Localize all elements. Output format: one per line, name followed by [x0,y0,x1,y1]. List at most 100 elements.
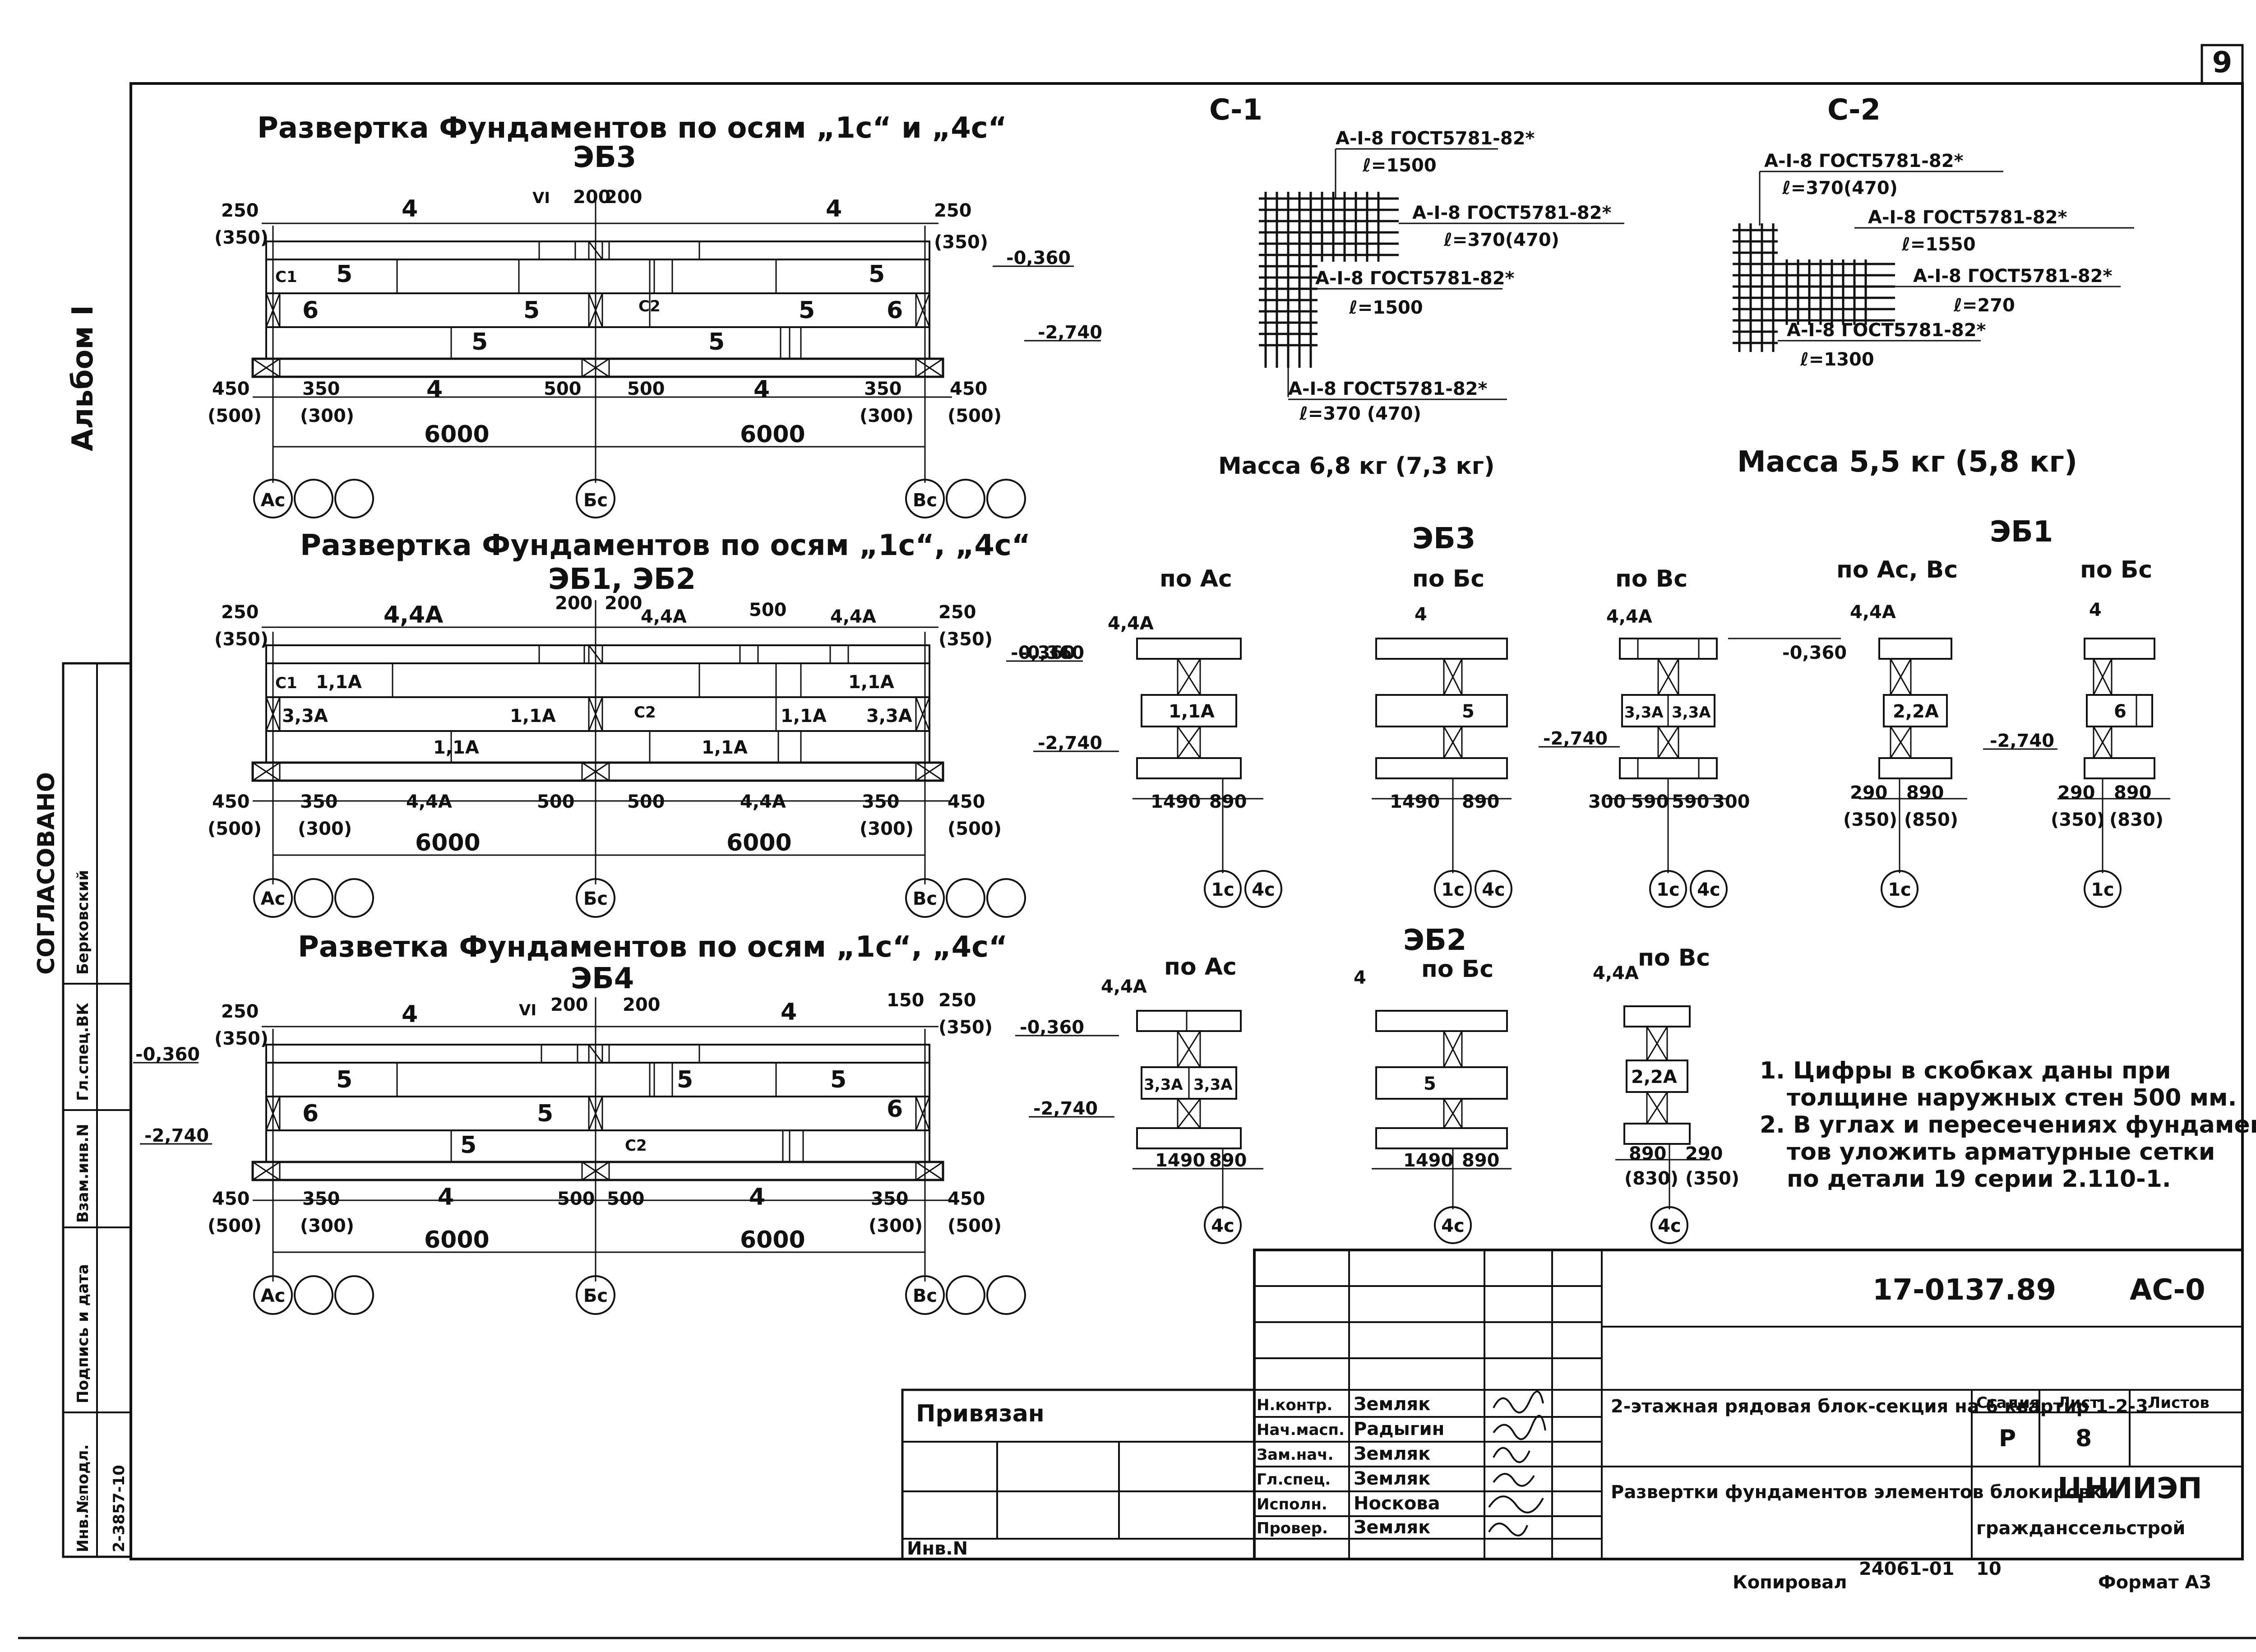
doc-code: 17-0137.89 [1872,1273,2056,1307]
svg-text:4,4А: 4,4А [1108,613,1154,634]
svg-text:250: 250 [221,200,259,221]
sheet-number: 9 [2212,46,2233,79]
svg-text:по Ас, Вс: по Ас, Вс [1836,556,1958,583]
svg-text:А-I-8 ГОСТ5781-82*: А-I-8 ГОСТ5781-82* [1913,266,2113,287]
svg-text:по Вс: по Вс [1615,565,1687,592]
svg-text:Бс: Бс [583,888,608,909]
svg-text:С1: С1 [275,674,297,692]
svg-text:(500): (500) [208,1216,262,1236]
svg-text:по Ас: по Ас [1160,565,1232,592]
notes: 1. Цифры в скобках даны при толщине нару… [1760,1057,2256,1193]
svg-text:Ас: Ас [261,888,286,909]
svg-text:450: 450 [212,379,250,399]
stamp-vzam: Взам.инв.N [74,1124,92,1223]
svg-text:Бс: Бс [583,1286,608,1306]
svg-text:А-I-8 ГОСТ5781-82*: А-I-8 ГОСТ5781-82* [1315,268,1515,289]
svg-text:1с: 1с [1441,879,1465,900]
approved-title: СОГЛАСОВАНО [33,772,60,975]
svg-text:250: 250 [934,200,972,221]
svg-text:(300): (300) [298,819,352,839]
svg-text:4с: 4с [1211,1216,1234,1236]
svg-text:С2: С2 [634,703,656,722]
svg-text:4: 4 [438,1184,454,1211]
svg-text:1с: 1с [1888,879,1911,900]
plan-title: Развертка Фундаментов по осям „1с“ и „4с… [257,111,1007,145]
svg-text:890: 890 [2114,782,2152,803]
svg-text:2,2А: 2,2А [1631,1067,1677,1087]
svg-text:200: 200 [623,995,661,1015]
svg-text:ЭБ1, ЭБ2: ЭБ1, ЭБ2 [548,563,696,596]
stamp-podpis: Подпись и дата [74,1264,92,1403]
svg-text:1с: 1с [1656,879,1680,900]
svg-text:4: 4 [754,376,770,403]
svg-text:ℓ=1500: ℓ=1500 [1362,155,1437,176]
svg-text:890: 890 [1462,791,1500,812]
svg-text:-2,740: -2,740 [1990,731,2054,751]
svg-text:200: 200 [573,187,611,208]
svg-text:-0,360: -0,360 [1011,643,1075,663]
doc-mark: АС-0 [2130,1273,2205,1307]
svg-text:5: 5 [1462,701,1475,722]
svg-text:(500): (500) [208,406,262,426]
svg-text:590: 590 [1672,791,1710,812]
svg-text:3,3А: 3,3А [866,706,912,727]
svg-text:Носкова: Носкова [1354,1493,1440,1514]
svg-text:5: 5 [336,261,352,288]
svg-text:Гл.спец.: Гл.спец. [1257,1471,1331,1489]
svg-text:С-2: С-2 [1827,93,1881,127]
svg-text:500: 500 [544,379,582,399]
svg-text:(350): (350) [934,232,988,253]
svg-text:4: 4 [1415,604,1427,625]
svg-text:5: 5 [869,261,885,288]
svg-text:590: 590 [1631,791,1669,812]
svg-text:5: 5 [472,329,488,356]
svg-text:500: 500 [749,600,787,620]
svg-text:4с: 4с [1658,1216,1681,1236]
svg-text:(850): (850) [1904,810,1958,830]
svg-text:1. Цифры в скобках даны при: 1. Цифры в скобках даны при [1760,1057,2171,1084]
svg-text:-0,360: -0,360 [1020,643,1084,663]
svg-text:890: 890 [1209,1150,1247,1171]
svg-text:500: 500 [627,791,665,812]
svg-text:500: 500 [607,1189,645,1209]
svg-text:-2,740: -2,740 [1033,1098,1098,1119]
svg-text:толщине наружных стен 500 мм.: толщине наружных стен 500 мм. [1787,1084,2237,1111]
svg-text:ЭБ1: ЭБ1 [1990,515,2053,549]
svg-text:890: 890 [1629,1143,1667,1164]
svg-text:1490: 1490 [1403,1150,1453,1171]
svg-text:350: 350 [871,1189,909,1209]
svg-text:4,4А: 4,4А [384,602,443,629]
signatures [1488,1390,1546,1536]
svg-text:200: 200 [550,995,588,1015]
svg-text:290: 290 [1685,1143,1723,1164]
svg-text:4: 4 [402,1001,418,1028]
approved-name: Берковский [74,870,92,975]
svg-text:450: 450 [948,1189,985,1209]
svg-text:-2,740: -2,740 [1038,322,1102,343]
svg-text:(500): (500) [948,819,1002,839]
svg-text:(350): (350) [1843,810,1897,830]
svg-text:6000: 6000 [424,421,490,448]
svg-text:2-этажная рядовая блок-секция: 2-этажная рядовая блок-секция на 6 кварт… [1611,1396,2148,1417]
svg-text:Земляк: Земляк [1354,1444,1430,1464]
svg-text:6: 6 [302,297,319,324]
sections-row-2: ЭБ2 по Ас 4,4А 3,3А 3,3А -0,360 -2,740 1… [1015,924,1739,1244]
svg-text:(300): (300) [300,1216,354,1236]
svg-text:1490: 1490 [1151,791,1201,812]
svg-text:-0,360: -0,360 [135,1044,200,1065]
svg-text:(350): (350) [1685,1168,1739,1189]
svg-text:4,4А: 4,4А [1850,602,1896,623]
sheet-number-box [2201,44,2244,85]
svg-text:-2,740: -2,740 [1038,733,1102,754]
foundation-plan-eb3: Развертка Фундаментов по осям „1с“ и „4с… [208,111,1102,518]
svg-text:1,1А: 1,1А [848,672,894,693]
svg-text:1,1А: 1,1А [781,706,827,727]
svg-text:ℓ=370(470): ℓ=370(470) [1782,178,1898,199]
svg-text:5: 5 [830,1066,846,1093]
svg-text:4: 4 [2089,600,2102,620]
svg-text:1,1А: 1,1А [510,706,556,727]
svg-text:290: 290 [2057,782,2095,803]
svg-text:4,4А: 4,4А [1101,976,1147,997]
svg-text:5: 5 [336,1066,352,1093]
svg-text:2,2А: 2,2А [1893,701,1939,722]
